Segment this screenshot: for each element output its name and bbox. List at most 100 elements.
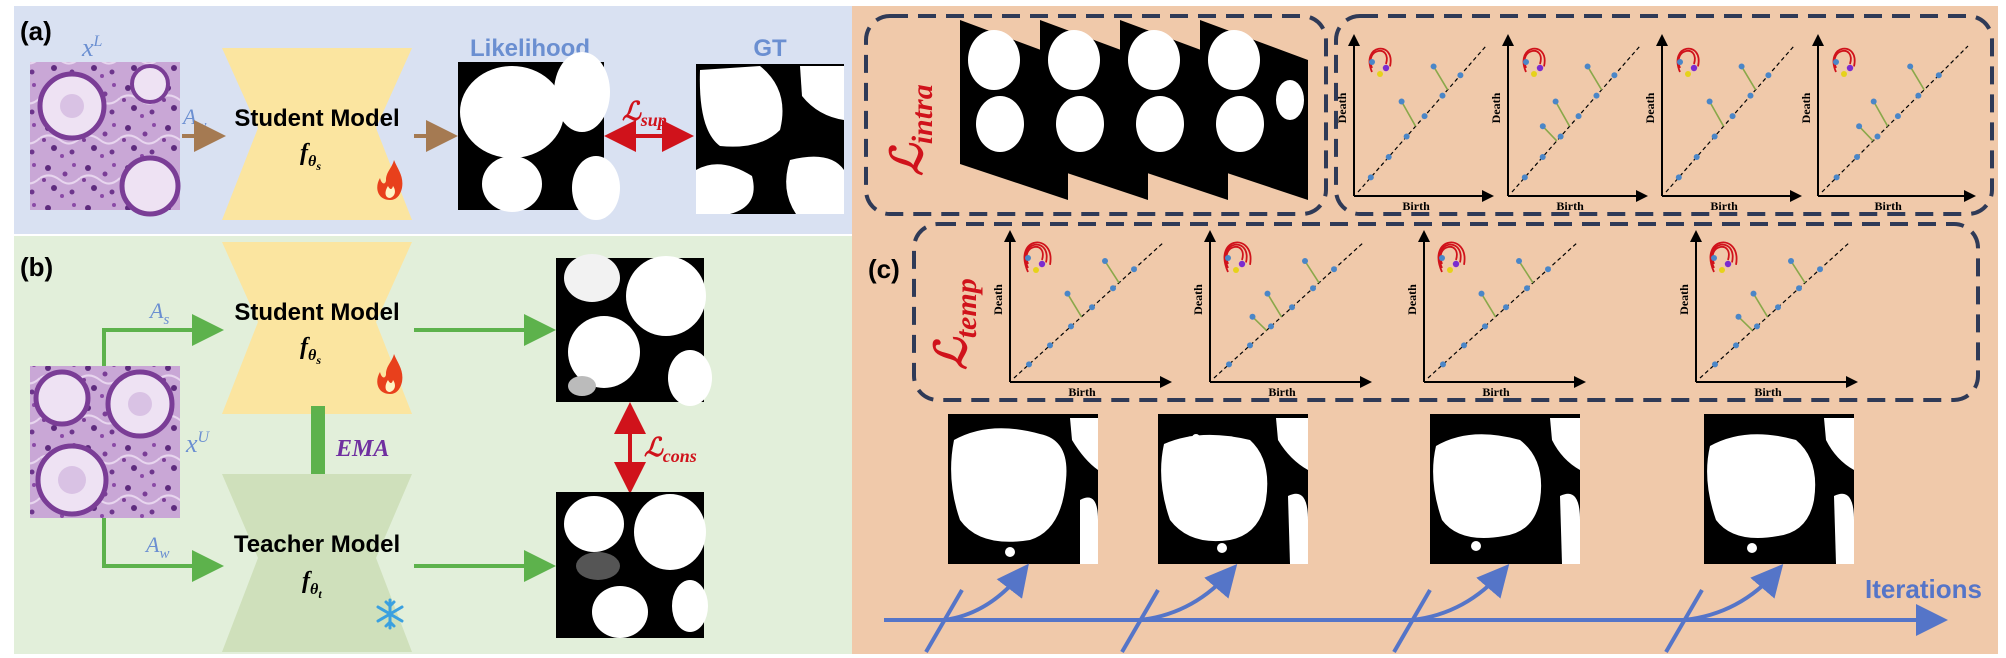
pd-birth-label: Birth [1754,385,1782,399]
pd-point [1447,267,1453,273]
pd-point [1033,267,1039,273]
pd-point [1733,342,1739,349]
pd-point [1398,98,1405,105]
pd-point [1775,304,1781,311]
pd-point [1536,64,1544,72]
pd-point [1047,342,1053,349]
pd-point [1693,153,1700,160]
pd-point [1523,59,1529,65]
panel-b-teacher-model-block [222,474,412,652]
pd-diagonal [1699,241,1851,379]
panel-a-input-label: xL [81,33,103,62]
pd-point [1765,72,1772,79]
timeline-tick-2 [1120,563,1238,654]
pd-point [1907,63,1914,70]
pd-stem [1790,260,1806,284]
pd-matching-curve [1676,47,1700,73]
pd-point [1531,71,1537,77]
pd-point [1750,290,1757,297]
pd-diagonal [1665,45,1795,193]
pd-point [1856,123,1863,130]
pd-stem [1266,293,1283,318]
pd-point [1064,290,1071,297]
pd-matching-curve [1224,243,1248,269]
pd-stem [1304,260,1320,284]
pd-point [1521,174,1528,181]
timeline-tick-4 [1664,563,1784,654]
pd-point [1516,258,1522,265]
panel-a-student-model-block [222,48,412,220]
pd-point [1539,153,1546,160]
pd-birth-label: Birth [1068,385,1096,399]
pd-stem [1858,125,1874,142]
pd-birth-label: Birth [1482,385,1510,399]
panel-b-teacher-title: Teacher Model [234,531,400,558]
pd-point [1874,133,1881,140]
pd-point [1593,92,1600,99]
pd-birth-label: Birth [1556,199,1584,213]
pd-point [1382,64,1390,72]
pd-matching-curve [1023,241,1052,273]
pd-point [1089,304,1095,311]
pd-point [1735,313,1742,320]
pd-matching-curve [1709,241,1738,273]
pd-stem [1752,293,1769,318]
panel-b-strong-aug-arrow [102,314,224,366]
iterations-label: Iterations [1865,574,1982,604]
student-prediction-map [556,254,712,406]
iteration-mask-4 [1704,414,1854,564]
pd-diagonal [1213,241,1365,379]
pd-point [1754,323,1760,330]
pd-point [1457,72,1464,79]
panel-b-ema-label: EMA [335,436,389,462]
pd-matching-curve [1710,243,1734,269]
pd-point [1131,266,1137,273]
intra-loss-box [864,14,1328,216]
pd-point [1724,260,1732,268]
pd-point [1833,59,1839,65]
pd-point [1026,361,1032,368]
pd-point [1264,290,1271,297]
pd-point [1440,361,1446,368]
pd-point [1110,285,1116,292]
pd-point [1482,323,1488,330]
pd-stem [1542,125,1558,142]
pd-point [1935,72,1942,79]
pd-point [1584,63,1591,70]
snowflake-icon [376,598,404,630]
pd-point [1675,174,1682,181]
panel-b-cons-loss-label: ℒcons [644,433,697,466]
pd-point [1367,174,1374,181]
pd-point [1706,98,1713,105]
pd-stem [1873,101,1889,127]
pd-point [1249,313,1256,320]
pd-birth-label: Birth [1875,199,1903,213]
pd-point [1068,323,1074,330]
pd-stem [1708,101,1725,127]
ground-truth-mask [696,64,844,214]
pd-stem [1518,260,1534,284]
timeline-tick-1 [924,563,1029,654]
pd-point [1738,63,1745,70]
pd-point [1677,59,1683,65]
pd-death-label: Death [991,284,1005,315]
temp-loss-label: ℒtemp [927,278,983,370]
flame-icon [377,354,403,394]
pd-stem [1740,66,1757,91]
pd-point [1539,123,1546,130]
pd-point [1712,361,1718,368]
pd-point [1719,267,1725,273]
pd-point [1552,98,1559,105]
panel-c-label: (c) [868,254,900,284]
unlabeled-histology-image [30,366,180,518]
pd-point [1226,361,1232,368]
flame-icon [377,160,403,200]
iteration-mask-3 [1430,414,1580,564]
pd-point [1439,255,1445,261]
timeline-tick-3 [1392,563,1510,654]
pd-matching-curve [1223,241,1252,273]
